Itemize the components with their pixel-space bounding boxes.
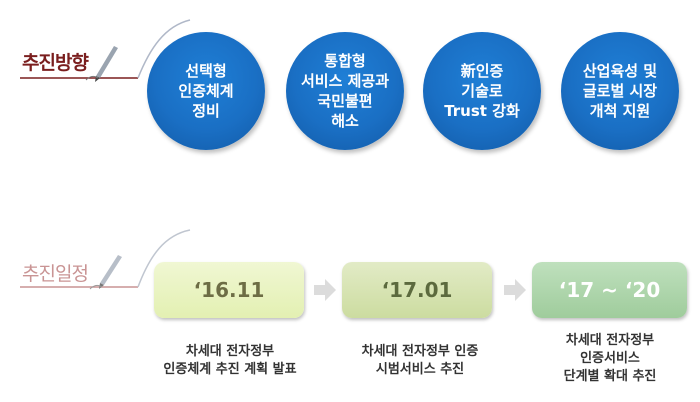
stage-description-1: 차세대 전자정부 인증체계 추진 계획 발표: [163, 344, 297, 377]
direction-title: 추진방향: [22, 52, 89, 74]
stage-period: ‘17 ~ ‘20: [558, 278, 661, 302]
direction-circle-label: 산업육성 및 글로벌 시장 개척 지원: [582, 62, 658, 120]
schedule-stage-3: ‘17 ~ ‘20: [532, 262, 687, 318]
schedule-stage-1: ‘16.11: [154, 262, 304, 318]
pen-arc-icon: [20, 229, 191, 290]
stage-description-3: 차세대 전자정부 인증서비스 단계별 확대 추진: [563, 333, 657, 384]
direction-circle-4: 산업육성 및 글로벌 시장 개척 지원: [561, 32, 679, 150]
stage-period: ‘17.01: [381, 278, 453, 302]
stage-period: ‘16.11: [193, 278, 265, 302]
schedule-header: 추진일정: [0, 225, 200, 295]
arrow-right-icon: [314, 279, 336, 301]
direction-circle-label: 통합형 서비스 제공과 국민불편 해소: [300, 52, 390, 130]
arrow-right-icon: [504, 279, 526, 301]
schedule-stage-2: ‘17.01: [342, 262, 492, 318]
direction-circle-2: 통합형 서비스 제공과 국민불편 해소: [286, 32, 404, 150]
direction-circle-3: 新인증 기술로 Trust 강화: [423, 32, 541, 150]
pen-arc-icon: [20, 19, 191, 82]
direction-circle-label: 新인증 기술로 Trust 강화: [444, 62, 520, 120]
direction-circle-1: 선택형 인증체계 정비: [147, 32, 265, 150]
stage-description-2: 차세대 전자정부 인증 시범서비스 추진: [361, 344, 479, 377]
direction-circle-label: 선택형 인증체계 정비: [178, 62, 234, 120]
direction-header: 추진방향: [0, 18, 200, 88]
schedule-title: 추진일정: [22, 263, 89, 285]
